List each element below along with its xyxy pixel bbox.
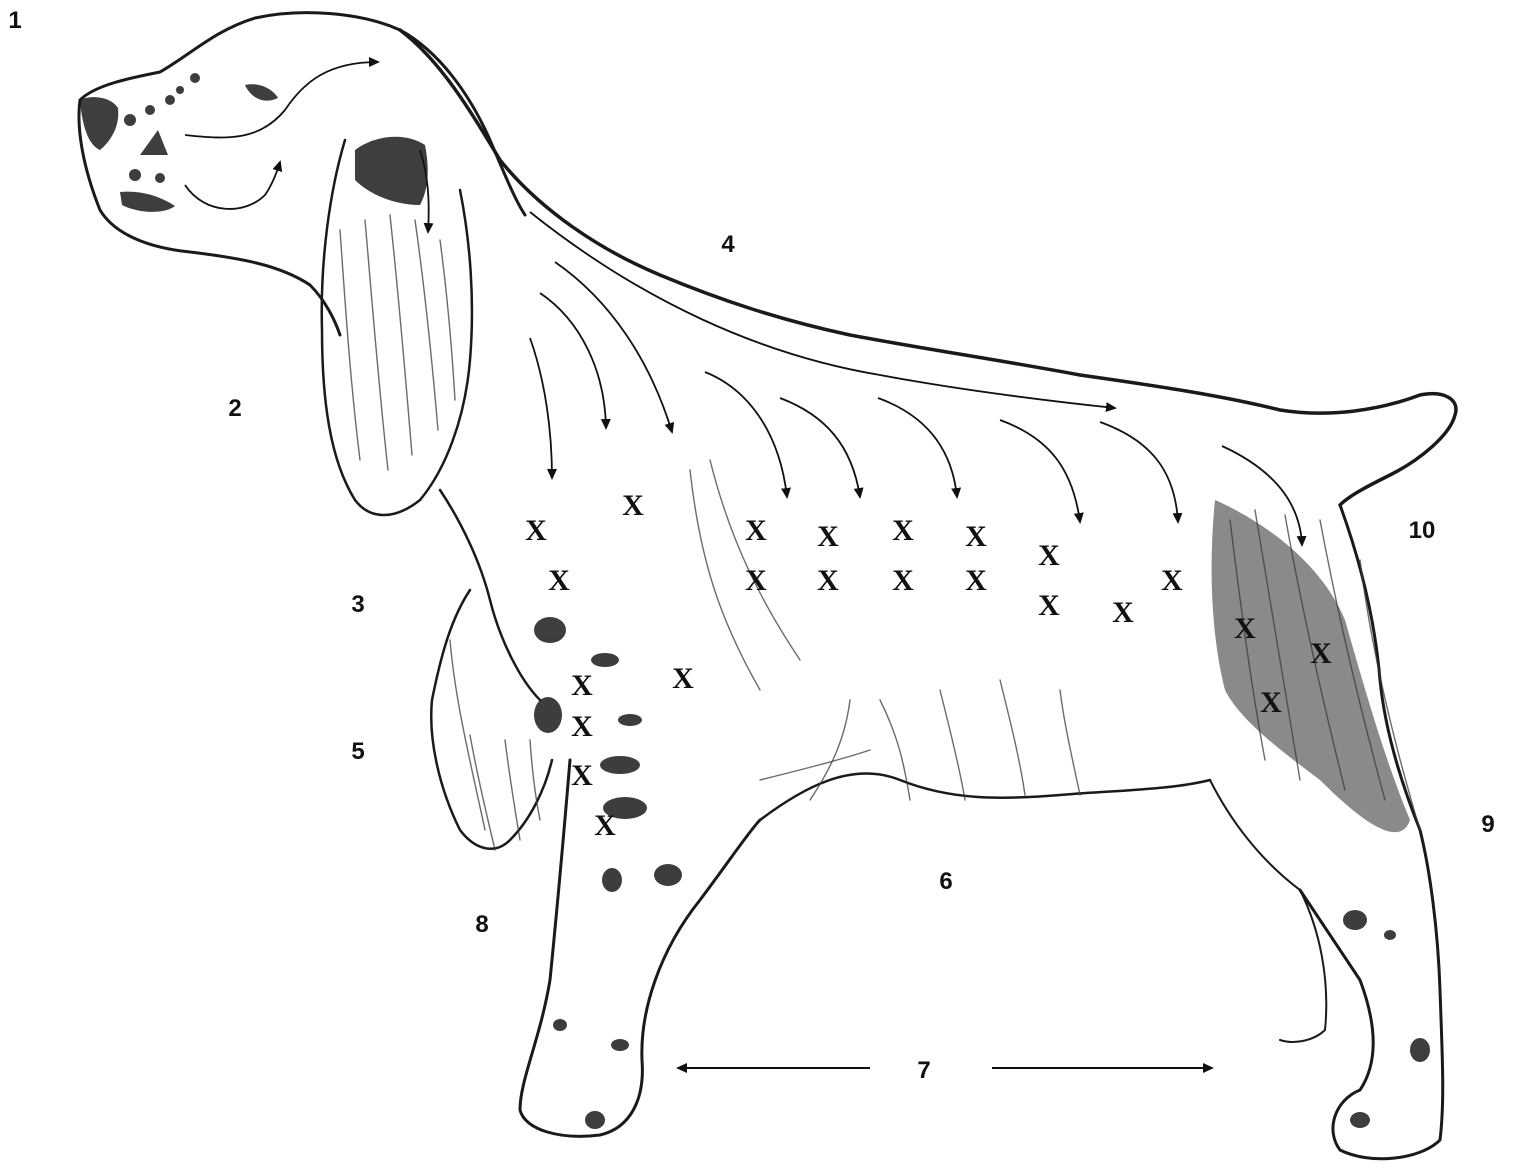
hind-ticking <box>1343 910 1430 1128</box>
body-arrow-3 <box>878 398 957 497</box>
label-10: 10 <box>1409 517 1436 544</box>
x-marker: X <box>1038 589 1060 622</box>
x-marker: X <box>1310 637 1332 670</box>
body-hatching <box>690 460 1080 800</box>
eye <box>245 84 278 100</box>
x-marker: X <box>1260 686 1282 719</box>
body-arrow-4 <box>1000 420 1080 522</box>
x-marker: X <box>892 564 914 597</box>
body-arrow-2 <box>780 398 860 497</box>
back-long-arrow <box>530 212 1115 408</box>
label-8: 8 <box>475 911 488 938</box>
front-ticking <box>534 617 682 1129</box>
label-4: 4 <box>721 231 735 258</box>
x-marker: X <box>965 564 987 597</box>
x-marker: X <box>672 662 694 695</box>
x-marker: X <box>1234 612 1256 645</box>
front-leg-far <box>431 590 552 849</box>
back-outline <box>400 30 1456 505</box>
label-1: 1 <box>8 7 21 34</box>
label-5: 5 <box>351 738 364 765</box>
x-marker: X <box>745 514 767 547</box>
hind-leg-inner <box>1210 780 1326 1042</box>
x-marker: X <box>745 564 767 597</box>
front-leg-near <box>520 760 760 1136</box>
x-marker: X <box>594 809 616 842</box>
label-2: 2 <box>228 395 241 422</box>
x-marker: X <box>1038 539 1060 572</box>
muzzle-arrow-upper <box>185 62 378 137</box>
shoulder-arrow-2 <box>540 293 606 428</box>
x-marker: X <box>1112 596 1134 629</box>
ear-shadow <box>355 137 428 205</box>
head-outline <box>79 13 525 335</box>
x-marker: X <box>892 514 914 547</box>
x-marker: X <box>571 669 593 702</box>
x-marker: X <box>622 489 644 522</box>
x-marker: X <box>965 520 987 553</box>
nose-triangle <box>140 130 168 155</box>
body-arrow-1 <box>705 372 787 497</box>
body-arrow-5 <box>1100 422 1178 522</box>
lip-patch <box>120 192 175 212</box>
label-7: 7 <box>917 1057 930 1084</box>
nose <box>80 97 118 150</box>
x-marker: X <box>571 759 593 792</box>
body-arrows <box>530 212 1302 545</box>
x-marker: X <box>548 564 570 597</box>
x-marker: X <box>525 514 547 547</box>
shoulder-arrow-3 <box>555 262 672 432</box>
x-marker: X <box>817 564 839 597</box>
belly-outline <box>760 774 1210 820</box>
label-6: 6 <box>939 868 952 895</box>
x-marker: X <box>817 520 839 553</box>
x-marker: X <box>1161 564 1183 597</box>
label-9: 9 <box>1481 811 1494 838</box>
muzzle-arrow-lower <box>185 162 280 209</box>
x-marker: X <box>571 710 593 743</box>
label-3: 3 <box>351 591 364 618</box>
ear-hatching <box>340 215 455 470</box>
dog-illustration <box>79 13 1456 1159</box>
muzzle-freckles <box>124 73 200 183</box>
shoulder-arrow-1 <box>530 338 552 478</box>
